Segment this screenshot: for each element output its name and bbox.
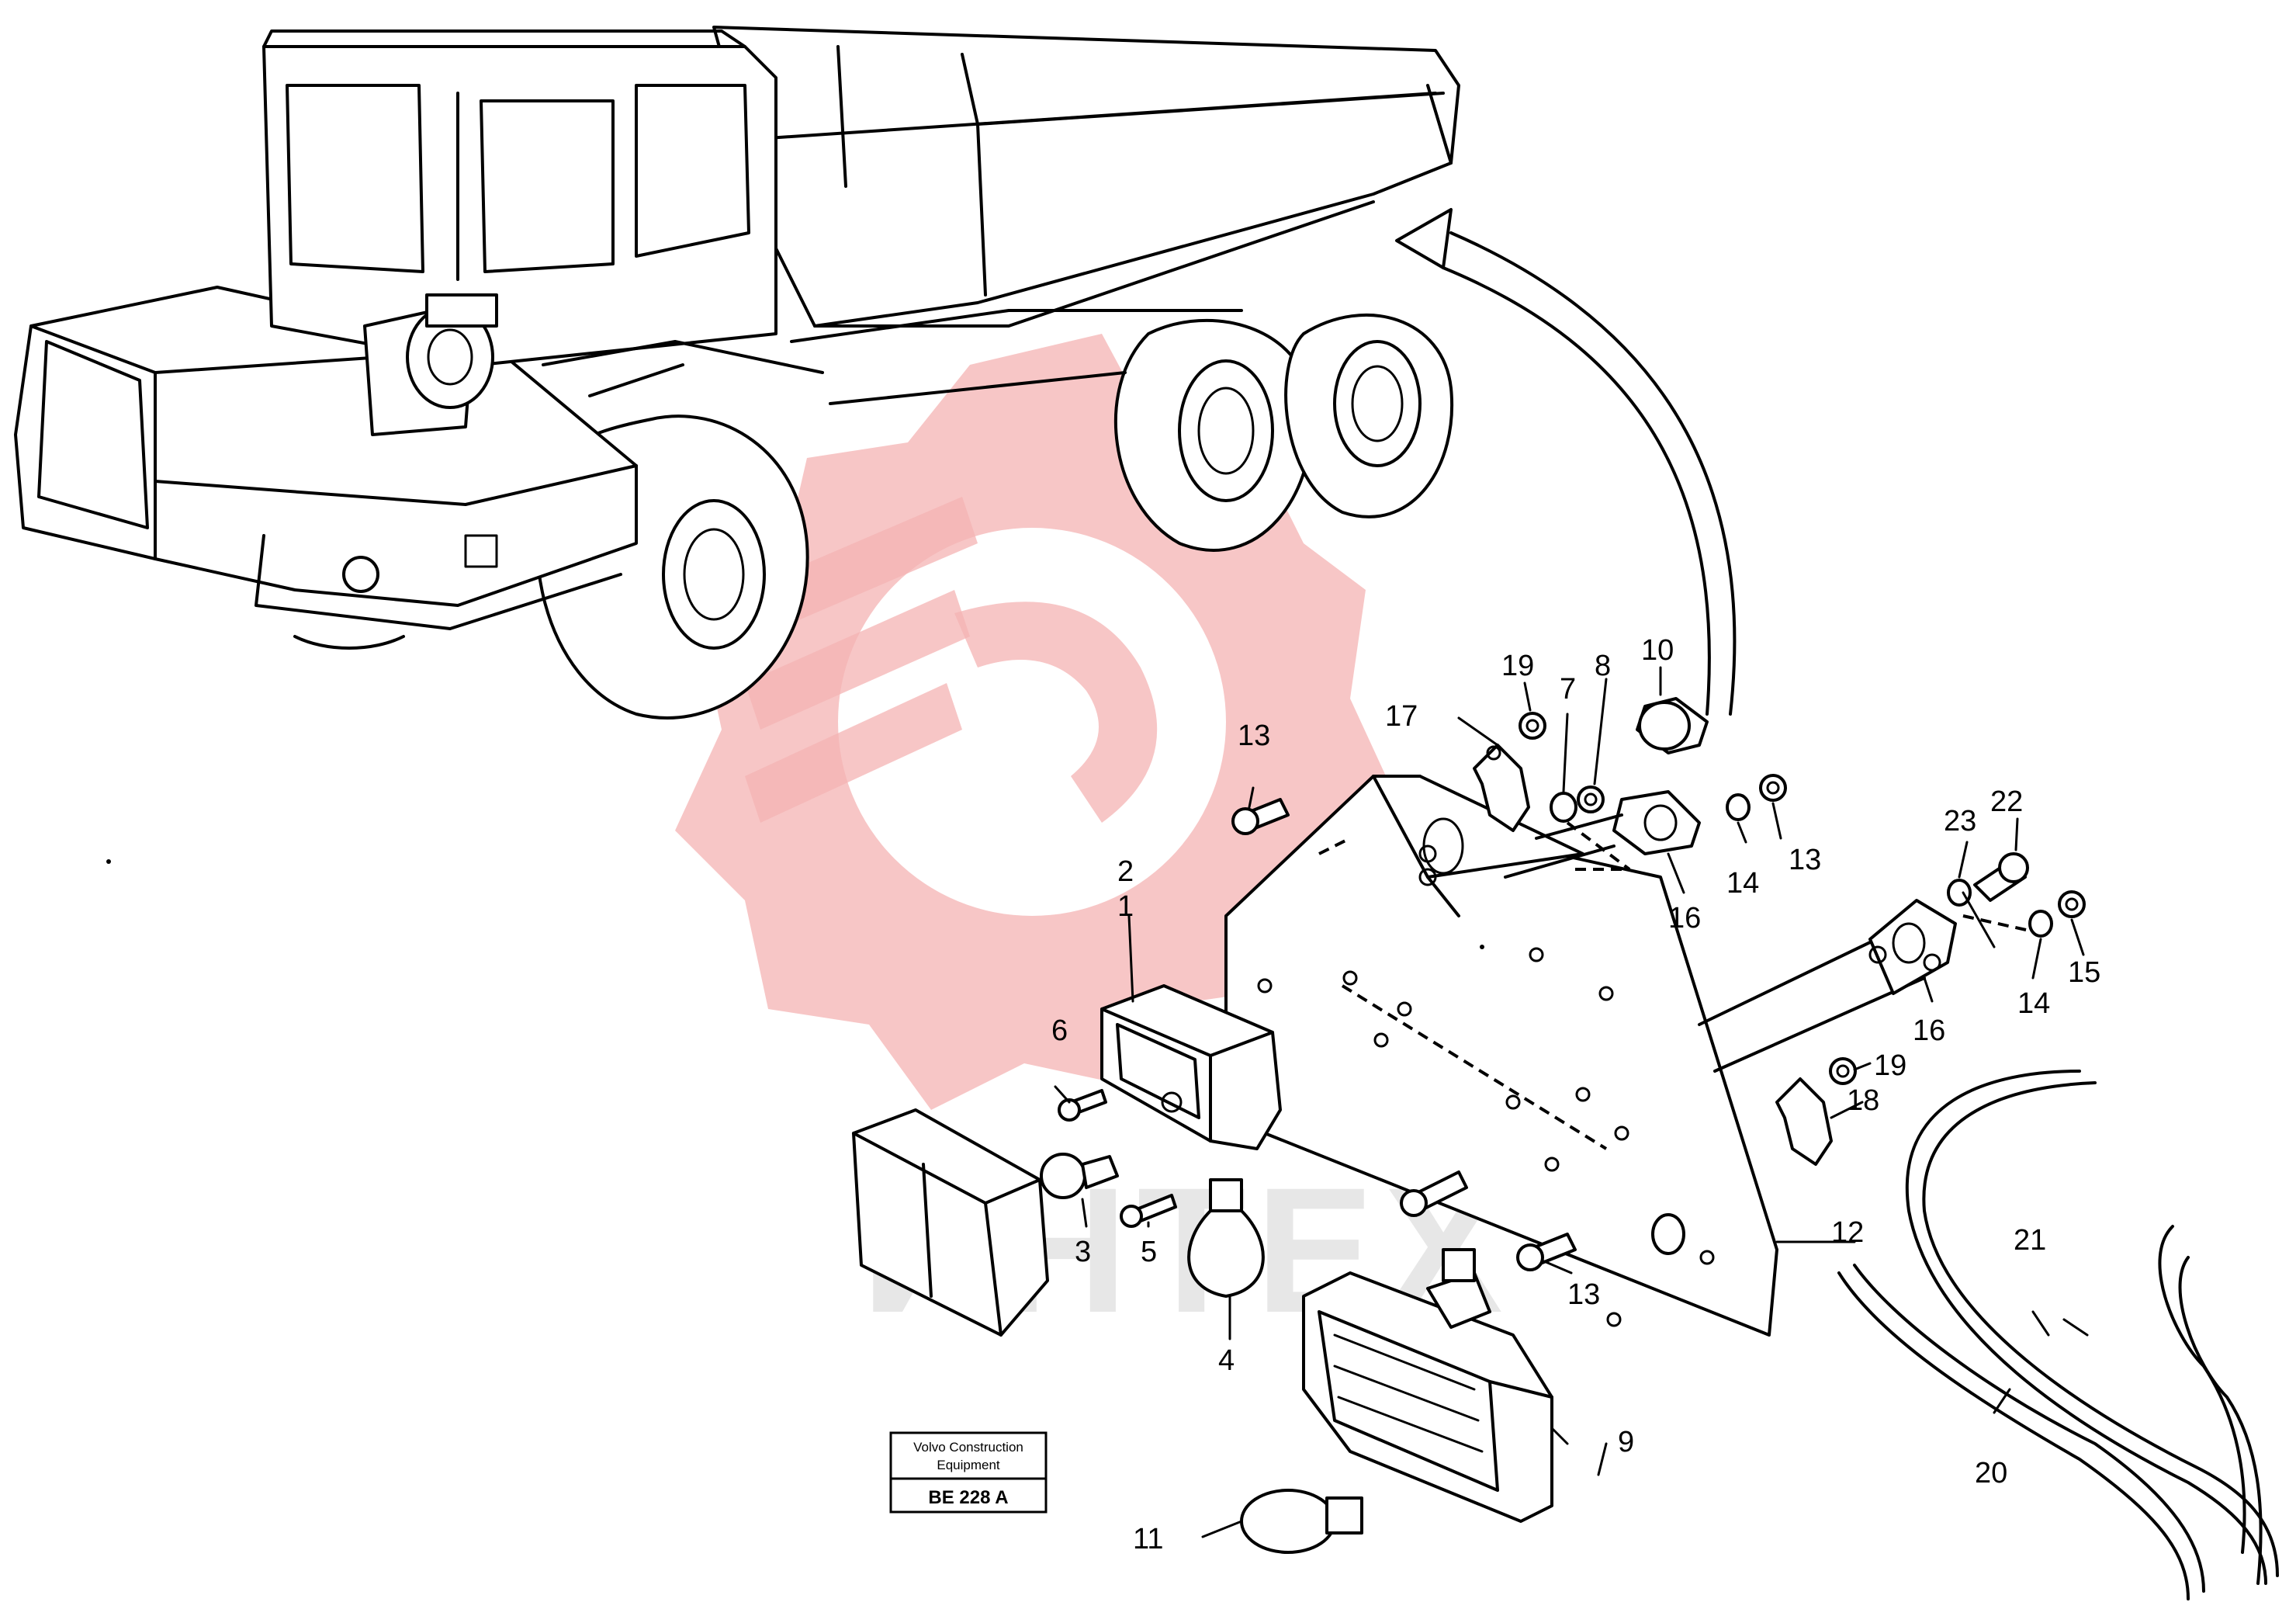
callout-3: 3 [1075,1236,1091,1268]
callout-14-right: 14 [2017,987,2050,1020]
callout-13-right: 13 [1789,844,1821,876]
rubber-bushing-part [1636,697,1709,754]
callout-13-bottom: 13 [1567,1278,1600,1311]
location-arrow [1395,208,1737,716]
cable-harness [1837,1070,2279,1600]
callout-23: 23 [1944,805,1976,837]
bulb-icon [1187,1178,1265,1298]
callout-6: 6 [1051,1014,1068,1047]
callout-17: 17 [1385,700,1418,733]
callout-21: 21 [2014,1224,2046,1257]
callout-14-top: 14 [1726,867,1759,900]
callout-1: 1 [1117,890,1134,923]
rear-lamp-lens [852,1108,1049,1337]
callout-16-right: 16 [1913,1014,1945,1047]
callout-13-top: 13 [1238,720,1270,752]
mounting-plate [1224,775,2034,1337]
callout-8: 8 [1595,650,1611,682]
callout-16-top: 16 [1668,902,1701,935]
lamp-bulb-icon [1240,1489,1363,1554]
callout-7: 7 [1560,673,1576,706]
articulated-dump-truck [14,26,1460,720]
callout-19-top: 19 [1501,650,1534,682]
callout-12: 12 [1831,1216,1864,1249]
work-lamp [1302,1248,1553,1523]
callout-22: 22 [1990,785,2023,818]
callout-19-right: 19 [1874,1049,1906,1082]
rear-lamp-housing [1100,984,1282,1150]
callout-11: 11 [1133,1523,1163,1555]
callout-9: 9 [1618,1426,1634,1458]
speck [1480,945,1484,949]
title-block-line1: Volvo Construction [913,1440,1023,1455]
title-block: Volvo Construction Equipment BE 228 A [889,1431,1048,1514]
callout-10: 10 [1641,634,1674,667]
callout-5: 5 [1141,1236,1157,1268]
callout-4: 4 [1218,1344,1235,1377]
callout-2: 2 [1117,855,1134,888]
callout-18: 18 [1847,1084,1879,1117]
callout-15: 15 [2068,956,2100,989]
title-block-code: BE 228 A [928,1487,1008,1508]
speck [106,859,111,864]
title-block-line2: Equipment [937,1458,1000,1472]
small-bulb-icon [1040,1153,1119,1199]
hardware-parts [1058,697,2086,1271]
callout-labels: 1 2 3 4 5 6 7 8 9 10 11 12 13 13 13 14 1… [1051,634,2100,1555]
callout-20: 20 [1975,1457,2007,1489]
leader-lines [1054,666,2085,1538]
